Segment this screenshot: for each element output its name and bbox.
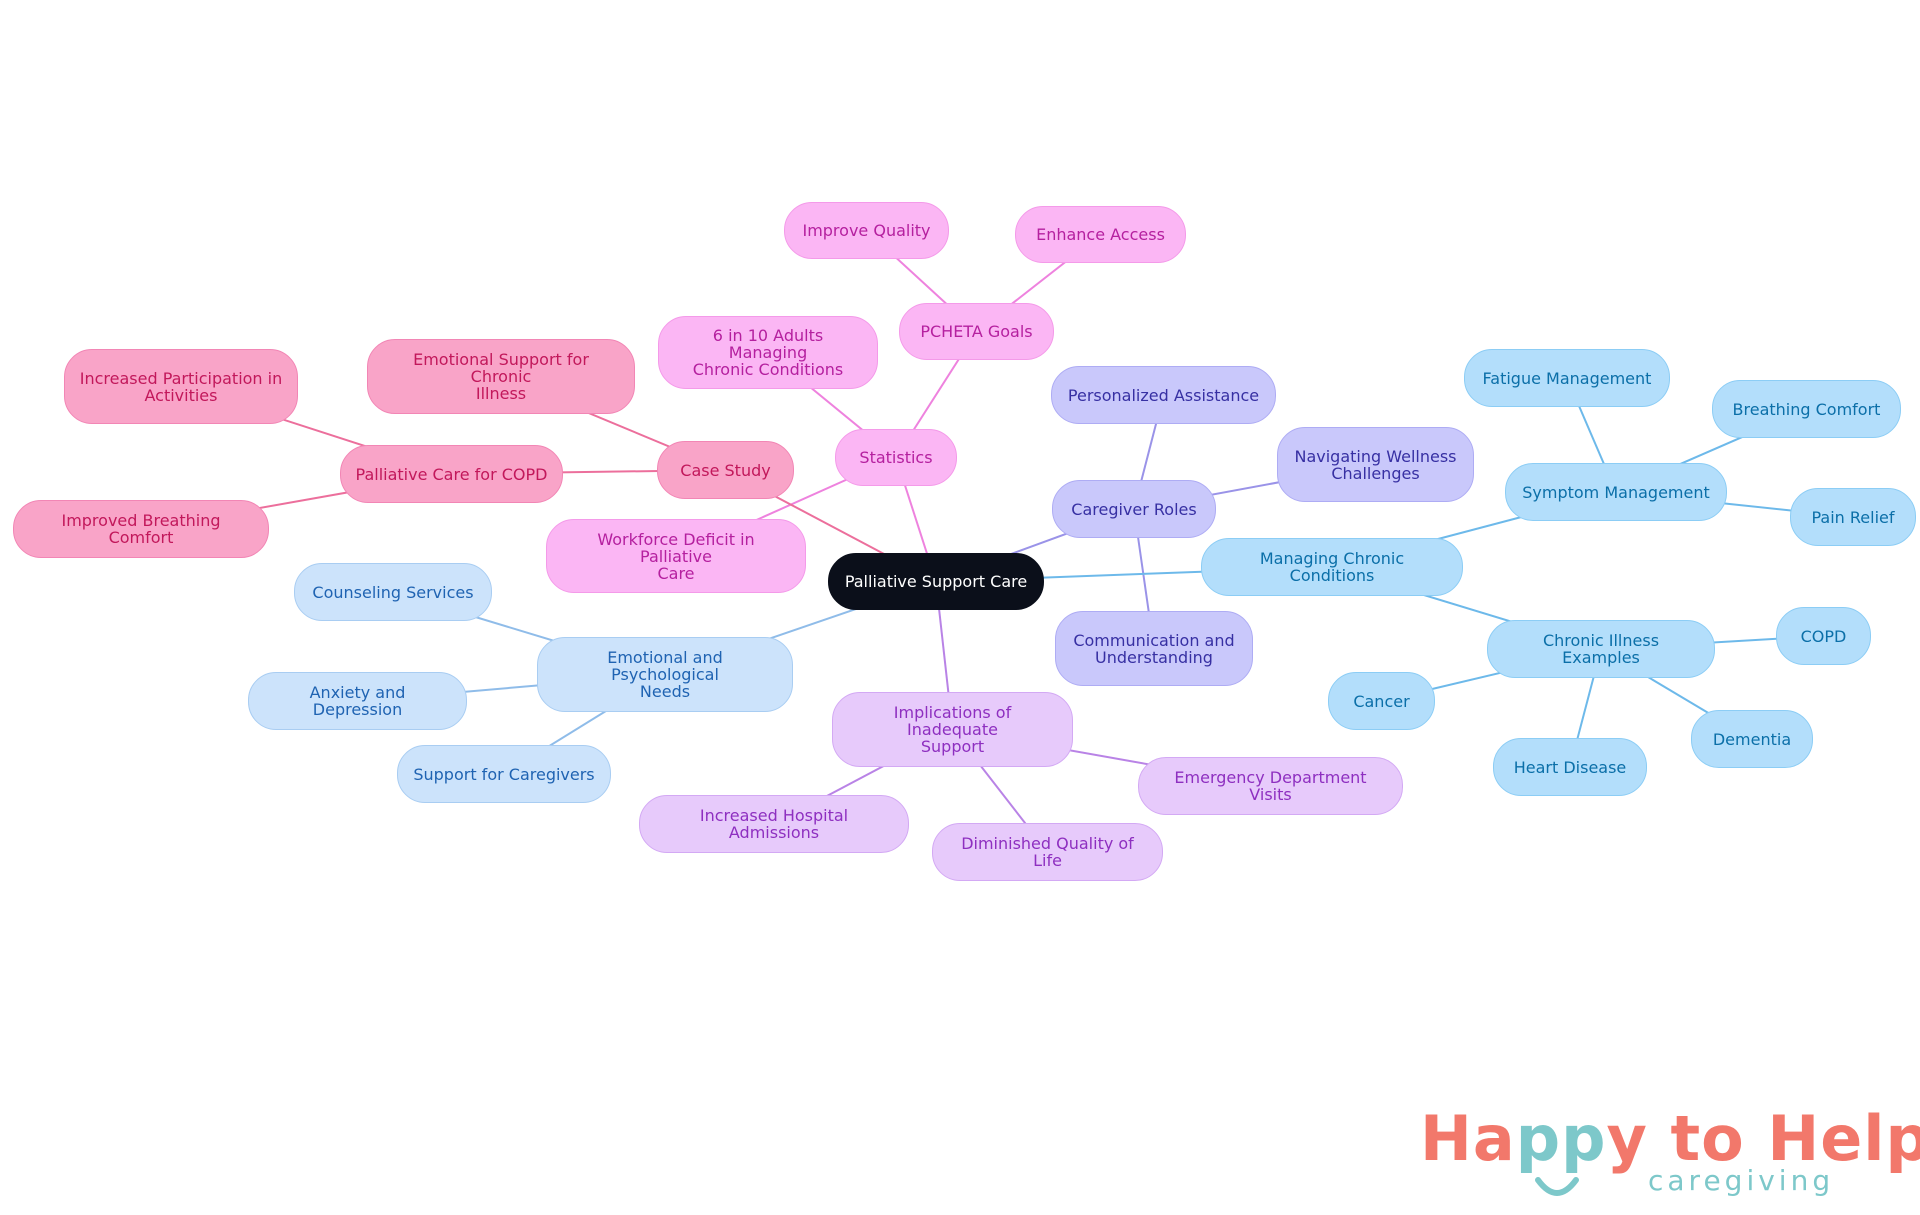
happy-to-help-logo: Happy to Help caregiving: [1420, 1102, 1920, 1202]
node-statistics[interactable]: Statistics: [835, 429, 957, 486]
node-six-in-ten-adults[interactable]: 6 in 10 Adults Managing Chronic Conditio…: [658, 316, 878, 389]
logo-text-rest: y to Help: [1606, 1102, 1920, 1175]
node-counseling-services[interactable]: Counseling Services: [294, 563, 492, 621]
node-pcheta-goals[interactable]: PCHETA Goals: [899, 303, 1054, 360]
node-chronic-illness-examples[interactable]: Chronic Illness Examples: [1487, 620, 1715, 678]
node-managing-chronic-conditions[interactable]: Managing Chronic Conditions: [1201, 538, 1463, 596]
node-diminished-quality-of-life[interactable]: Diminished Quality of Life: [932, 823, 1163, 881]
node-increased-participation[interactable]: Increased Participation in Activities: [64, 349, 298, 424]
node-fatigue-management[interactable]: Fatigue Management: [1464, 349, 1670, 407]
node-implications-inadequate-support[interactable]: Implications of Inadequate Support: [832, 692, 1073, 767]
node-emergency-department-visits[interactable]: Emergency Department Visits: [1138, 757, 1403, 815]
logo-wordmark: Happy to Help: [1420, 1102, 1920, 1175]
node-copd[interactable]: COPD: [1776, 607, 1871, 665]
node-heart-disease[interactable]: Heart Disease: [1493, 738, 1647, 796]
logo-text-ha: Ha: [1420, 1102, 1516, 1175]
smile-icon: [1535, 1177, 1579, 1196]
node-emotional-psychological-needs[interactable]: Emotional and Psychological Needs: [537, 637, 793, 712]
node-improve-quality[interactable]: Improve Quality: [784, 202, 949, 259]
node-workforce-deficit[interactable]: Workforce Deficit in Palliative Care: [546, 519, 806, 593]
node-palliative-care-copd[interactable]: Palliative Care for COPD: [340, 445, 563, 503]
node-caregiver-roles[interactable]: Caregiver Roles: [1052, 480, 1216, 538]
node-emotional-support-chronic[interactable]: Emotional Support for Chronic Illness: [367, 339, 635, 414]
node-cancer[interactable]: Cancer: [1328, 672, 1435, 730]
node-support-for-caregivers[interactable]: Support for Caregivers: [397, 745, 611, 803]
logo-text-pp: pp: [1515, 1102, 1607, 1175]
node-navigating-wellness[interactable]: Navigating Wellness Challenges: [1277, 427, 1474, 502]
logo-subtitle: caregiving: [1648, 1164, 1835, 1197]
node-communication-understanding[interactable]: Communication and Understanding: [1055, 611, 1253, 686]
node-improved-breathing-comfort[interactable]: Improved Breathing Comfort: [13, 500, 269, 558]
node-enhance-access[interactable]: Enhance Access: [1015, 206, 1186, 263]
node-dementia[interactable]: Dementia: [1691, 710, 1813, 768]
node-root[interactable]: Palliative Support Care: [828, 553, 1044, 610]
node-increased-hospital-admissions[interactable]: Increased Hospital Admissions: [639, 795, 909, 853]
node-breathing-comfort[interactable]: Breathing Comfort: [1712, 380, 1901, 438]
node-anxiety-depression[interactable]: Anxiety and Depression: [248, 672, 467, 730]
node-case-study[interactable]: Case Study: [657, 441, 794, 499]
node-symptom-management[interactable]: Symptom Management: [1505, 463, 1727, 521]
node-personalized-assistance[interactable]: Personalized Assistance: [1051, 366, 1276, 424]
node-pain-relief[interactable]: Pain Relief: [1790, 488, 1916, 546]
